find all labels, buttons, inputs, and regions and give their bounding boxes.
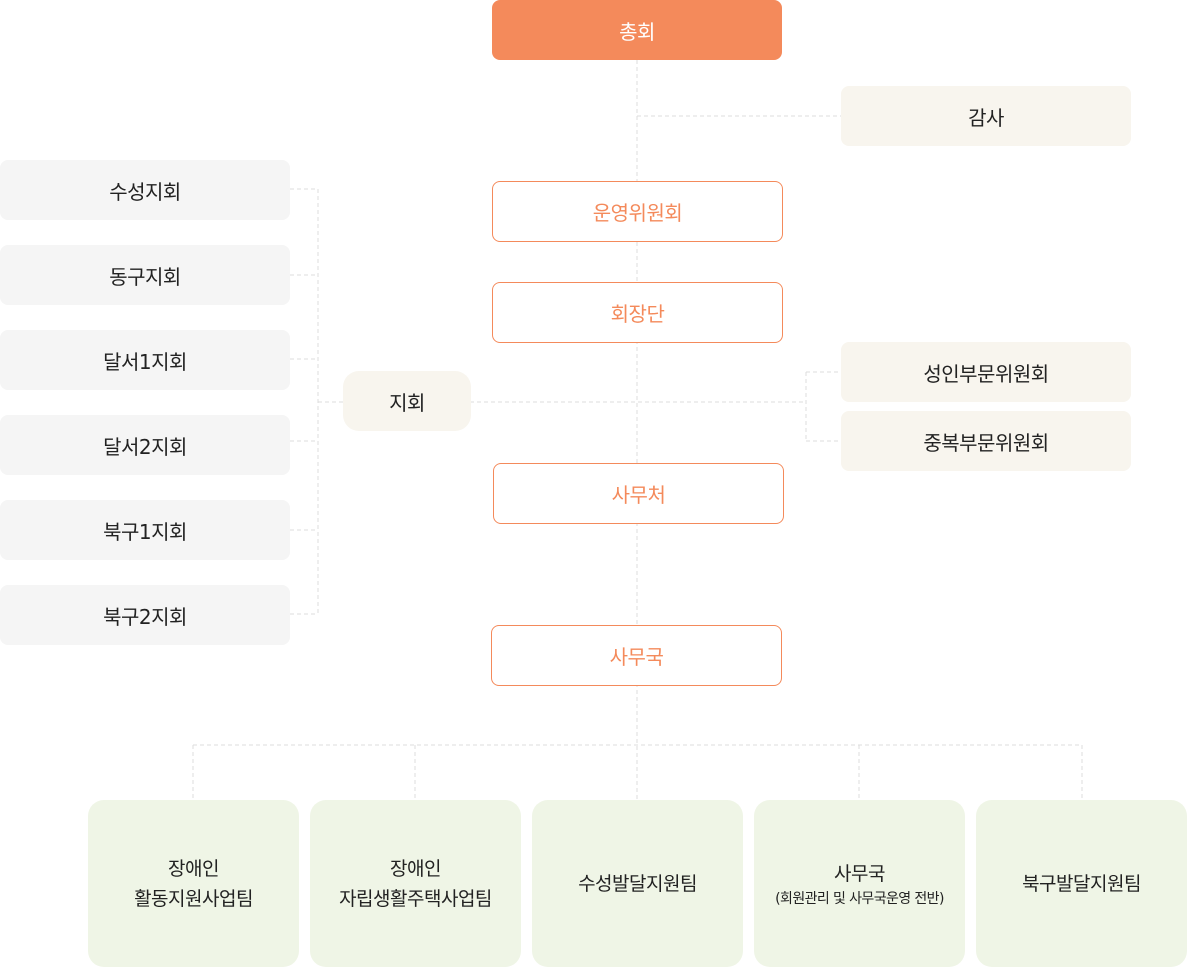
branch-label: 달서1지회 [103,349,187,374]
branch-label: 달서2지회 [103,434,187,459]
branch-label: 북구1지회 [103,519,187,544]
team-box: 장애인 활동지원사업팀 [88,800,299,967]
branch-box: 북구1지회 [0,500,290,560]
team-box: 수성발달지원팀 [532,800,743,967]
branch-label: 북구2지회 [103,604,187,629]
team-line2: 활동지원사업팀 [134,887,253,910]
committee-box: 중복부문위원회 [841,411,1131,471]
committee-box: 성인부문위원회 [841,342,1131,402]
steering-committee-box: 운영위원회 [492,181,783,242]
team-line1: 사무국 [834,862,885,885]
presidium-label: 회장단 [610,302,665,326]
committee-label: 성인부문위원회 [923,361,1049,386]
secretariat-label: 사무처 [611,483,666,507]
branch-box: 동구지회 [0,245,290,305]
branch-hub-box: 지회 [343,371,471,431]
team-line1: 북구발달지원팀 [1022,872,1141,895]
branch-label: 수성지회 [109,179,181,204]
branch-box: 수성지회 [0,160,290,220]
secretariat-box: 사무처 [493,463,784,524]
branch-hub-label: 지회 [389,390,425,415]
team-line1: 수성발달지원팀 [578,872,697,895]
branch-box: 달서2지회 [0,415,290,475]
presidium-box: 회장단 [492,282,783,343]
audit-box: 감사 [841,86,1131,146]
branch-box: 달서1지회 [0,330,290,390]
branch-box: 북구2지회 [0,585,290,645]
team-line2: 자립생활주택사업팀 [339,887,492,910]
general-assembly-box: 총회 [492,0,782,60]
branch-label: 동구지회 [109,264,181,289]
team-box: 북구발달지원팀 [976,800,1187,967]
team-line1: 장애인 [390,857,441,880]
audit-label: 감사 [968,105,1004,130]
team-note: (회원관리 및 사무국운영 전반) [775,890,944,907]
team-box: 사무국 (회원관리 및 사무국운영 전반) [754,800,965,967]
steering-committee-label: 운영위원회 [592,201,683,225]
office-box: 사무국 [491,625,782,686]
committee-label: 중복부문위원회 [923,430,1049,455]
office-label: 사무국 [609,645,664,669]
team-line1: 장애인 [168,857,219,880]
team-box: 장애인 자립생활주택사업팀 [310,800,521,967]
general-assembly-label: 총회 [619,19,655,44]
